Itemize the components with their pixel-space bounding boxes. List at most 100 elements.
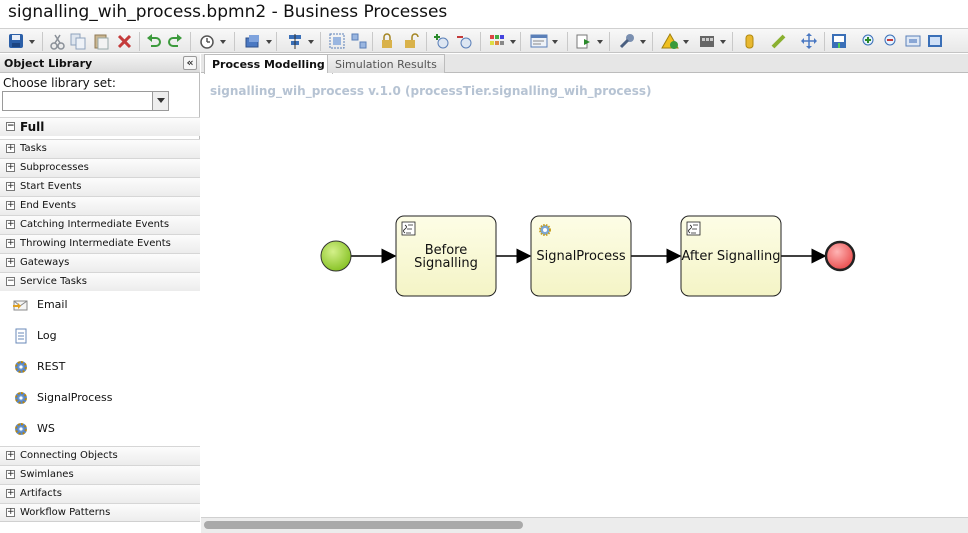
delete-button[interactable] [115,32,134,51]
expand-icon[interactable] [6,163,15,172]
ungroup-icon [351,33,367,49]
section-tasks[interactable]: Tasks [0,139,200,158]
expand-icon[interactable] [6,508,15,517]
email-icon [13,300,28,311]
tab-simulation-results[interactable]: Simulation Results [327,54,445,73]
cut-button[interactable] [48,32,67,51]
editor-tabs: Process Modelling Simulation Results [201,54,968,74]
library-set-select[interactable] [2,91,169,111]
data-object-button[interactable] [740,32,759,51]
task-label: Before Signalling [414,243,478,271]
gear-icon [13,359,29,375]
redo-button[interactable] [166,32,185,51]
collapse-icon[interactable] [6,122,15,131]
section-artifacts[interactable]: Artifacts [0,484,200,503]
task-label: After Signalling [681,249,781,264]
save-button[interactable] [7,32,35,51]
paste-button[interactable] [92,32,111,51]
library-item-signalprocess[interactable]: SignalProcess [0,384,200,415]
horizontal-scrollbar[interactable] [201,517,968,533]
tab-process-modelling[interactable]: Process Modelling [204,54,333,74]
move-button[interactable] [800,32,819,51]
expand-icon[interactable] [6,220,15,229]
expand-icon[interactable] [6,201,15,210]
section-label: Throwing Intermediate Events [20,238,171,249]
script-icon [686,221,701,236]
tools-button[interactable] [618,32,646,51]
library-item-label: REST [37,360,66,373]
library-item-rest[interactable]: REST [0,353,200,384]
task-after-signalling[interactable] [680,215,782,297]
expand-icon[interactable] [6,182,15,191]
library-item-label: Email [37,298,68,311]
add-docker-button[interactable] [432,32,451,51]
section-gateways[interactable]: Gateways [0,253,200,272]
fullscreen-button[interactable] [926,32,945,51]
section-label: Swimlanes [20,469,74,480]
section-throwing-intermediate-events[interactable]: Throwing Intermediate Events [0,234,200,253]
zoom-out-button[interactable] [882,32,901,51]
history-button[interactable] [198,32,226,51]
group-button[interactable] [328,32,347,51]
remove-docker-button[interactable] [455,32,474,51]
export-button[interactable] [575,32,603,51]
task-signalprocess[interactable] [530,215,632,297]
chevron-down-icon [266,40,272,44]
lock-button[interactable] [378,32,397,51]
zoom-in-button[interactable] [860,32,879,51]
start-event[interactable] [320,240,352,272]
expand-icon[interactable] [6,258,15,267]
clock-icon [200,35,214,49]
gear-icon [13,421,29,437]
expand-icon[interactable] [6,489,15,498]
gear-icon [13,390,29,406]
library-item-label: SignalProcess [37,391,113,404]
add-page-icon [832,34,846,48]
process-title: signalling_wih_process v.1.0 (processTie… [210,84,652,98]
expand-icon[interactable] [6,239,15,248]
add-button[interactable] [830,32,849,51]
expand-icon[interactable] [6,451,15,460]
unlock-button[interactable] [402,32,421,51]
library-item-email[interactable]: Email [0,291,200,322]
simulation-button[interactable] [698,32,726,51]
view-button[interactable] [530,32,558,51]
ungroup-button[interactable] [350,32,369,51]
align-button[interactable] [286,32,314,51]
library-item-label: WS [37,422,55,435]
section-workflow-patterns[interactable]: Workflow Patterns [0,503,200,522]
task-before-signalling[interactable] [395,215,497,297]
section-subprocesses[interactable]: Subprocesses [0,158,200,177]
align-icon [289,34,301,49]
fullscreen-icon [928,35,942,47]
section-start-events[interactable]: Start Events [0,177,200,196]
chevron-down-icon[interactable] [152,92,168,110]
shape-menu-button[interactable] [244,32,272,51]
section-label: Connecting Objects [20,450,118,461]
warning-icon [661,32,679,49]
validate-button[interactable] [661,32,689,51]
expand-icon[interactable] [6,470,15,479]
section-swimlanes[interactable]: Swimlanes [0,465,200,484]
color-button[interactable] [488,32,516,51]
process-canvas[interactable]: signalling_wih_process v.1.0 (processTie… [201,74,968,517]
edit-button[interactable] [770,32,789,51]
library-item-ws[interactable]: WS [0,415,200,446]
shape-icon [245,35,259,48]
zoom-fit-button[interactable] [904,32,923,51]
end-event[interactable] [824,240,856,272]
section-service-tasks[interactable]: Service Tasks [0,272,200,291]
section-label: Full [20,120,45,134]
section-connecting-objects[interactable]: Connecting Objects [0,446,200,465]
section-catching-intermediate-events[interactable]: Catching Intermediate Events [0,215,200,234]
collapse-panel-button[interactable]: « [183,56,197,70]
section-full[interactable]: Full [0,117,200,136]
expand-icon[interactable] [6,144,15,153]
undo-button[interactable] [144,32,163,51]
cut-icon [50,34,65,50]
collapse-icon[interactable] [6,277,15,286]
library-item-log[interactable]: Log [0,322,200,353]
section-end-events[interactable]: End Events [0,196,200,215]
scrollbar-thumb[interactable] [204,521,523,529]
copy-button[interactable] [69,32,88,51]
